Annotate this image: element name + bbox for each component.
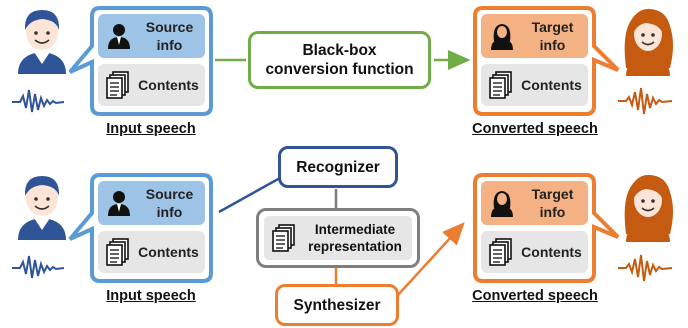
intermediate-box: Intermediate representation	[256, 208, 420, 268]
documents-icon	[489, 71, 512, 99]
contents-label: Contents	[521, 77, 582, 93]
male-user-icon	[108, 24, 130, 49]
synthesizer-box: Synthesizer	[275, 284, 399, 326]
target-info-box: Target info	[481, 181, 588, 225]
contents-box: Contents	[98, 231, 205, 273]
documents-icon	[106, 238, 129, 266]
source-info-box: Source info	[98, 14, 205, 58]
source-info-label: Source info	[145, 186, 194, 220]
waveform-icon	[12, 89, 65, 113]
input-to-recognizer-line	[218, 176, 281, 214]
converted-speech-caption: Converted speech	[472, 121, 598, 137]
contents-label: Contents	[521, 244, 582, 260]
female-avatar-icon	[624, 174, 673, 242]
male-avatar-icon	[18, 10, 66, 74]
documents-icon	[272, 224, 295, 252]
contents-label: Contents	[138, 77, 199, 93]
contents-box: Contents	[481, 231, 588, 273]
documents-icon	[106, 71, 129, 99]
contents-box: Contents	[481, 64, 588, 106]
female-user-icon	[491, 191, 513, 217]
waveform-icon	[12, 255, 65, 279]
intermediate-label: Intermediate representation	[308, 222, 402, 254]
synthesizer-to-output-arrow	[397, 222, 465, 296]
female-avatar-icon	[624, 8, 673, 76]
female-user-icon	[491, 24, 513, 50]
target-info-label: Target info	[531, 19, 574, 53]
input-speech-caption: Input speech	[106, 121, 196, 137]
source-info-box: Source info	[98, 181, 205, 225]
blackbox-converter: Black-box conversion function	[248, 31, 431, 89]
target-info-box: Target info	[481, 14, 588, 58]
recognizer-label: Recognizer	[296, 158, 380, 176]
source-info-label: Source info	[145, 19, 194, 53]
documents-icon	[489, 238, 512, 266]
contents-box: Contents	[98, 64, 205, 106]
waveform-icon	[618, 87, 673, 115]
converter-label: Black-box conversion function	[265, 42, 414, 78]
waveform-icon	[618, 254, 673, 282]
contents-label: Contents	[138, 244, 199, 260]
converted-speech-caption: Converted speech	[472, 288, 598, 304]
recognizer-box: Recognizer	[278, 146, 398, 188]
target-info-label: Target info	[531, 186, 574, 220]
male-user-icon	[108, 191, 130, 216]
input-speech-caption: Input speech	[106, 288, 196, 304]
synthesizer-label: Synthesizer	[293, 296, 381, 314]
male-avatar-icon	[18, 176, 66, 240]
